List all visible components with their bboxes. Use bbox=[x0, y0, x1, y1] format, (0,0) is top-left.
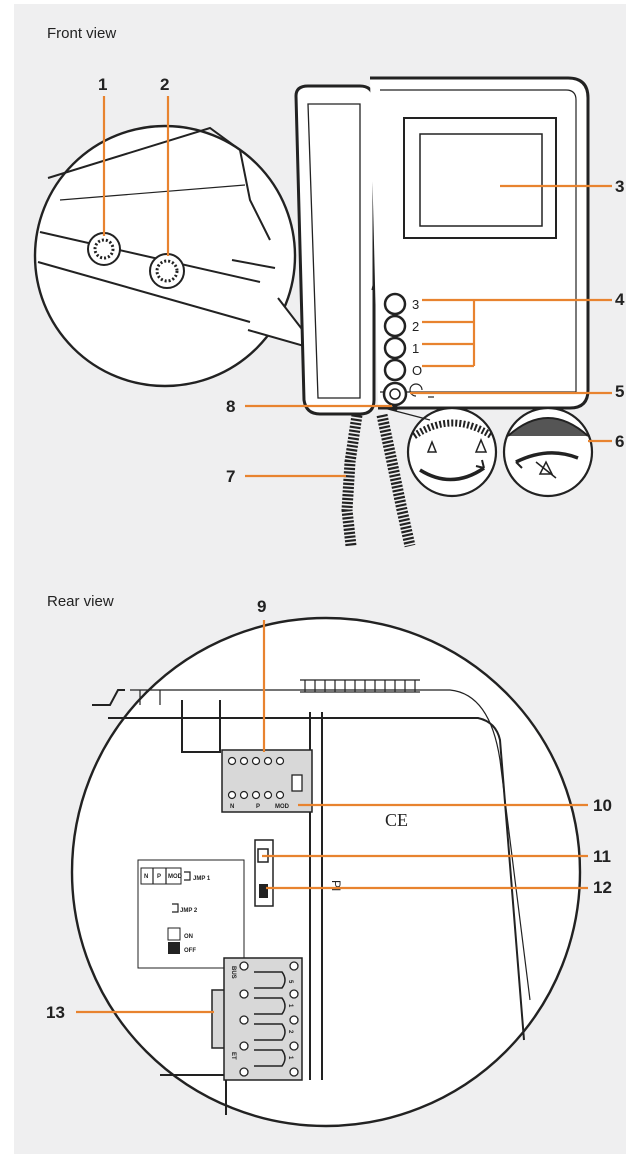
callout-10: 10 bbox=[593, 796, 612, 815]
bell-icon bbox=[474, 438, 488, 453]
callout-4: 4 bbox=[615, 290, 625, 309]
callout-11: 11 bbox=[593, 847, 611, 866]
slot-connector bbox=[254, 839, 274, 907]
button-2 bbox=[383, 314, 407, 338]
svg-text:1: 1 bbox=[287, 1004, 293, 1008]
svg-text:JMP 1: JMP 1 bbox=[193, 876, 211, 882]
rear-view-title: Rear view bbox=[47, 593, 114, 610]
status-led bbox=[392, 405, 398, 411]
callout-1: 1 bbox=[98, 75, 107, 94]
callout-9: 9 bbox=[257, 597, 266, 616]
button-label-3: 3 bbox=[412, 297, 419, 312]
ringer-dial-left bbox=[406, 406, 498, 498]
callout-3: 3 bbox=[615, 177, 624, 196]
svg-text:2: 2 bbox=[287, 1030, 293, 1034]
rear-magnifier bbox=[70, 616, 582, 1128]
side-mark: PI bbox=[329, 880, 343, 891]
knob-1 bbox=[87, 232, 121, 266]
callout-6: 6 bbox=[615, 432, 624, 451]
handset bbox=[294, 84, 383, 416]
bus-connector: BUS ET 5 1 2 1 bbox=[211, 957, 303, 1081]
svg-text:MOD: MOD bbox=[168, 874, 183, 880]
main-unit bbox=[370, 76, 590, 410]
button-label-2: 2 bbox=[412, 319, 419, 334]
svg-text:ON: ON bbox=[184, 934, 193, 940]
svg-text:OFF: OFF bbox=[184, 948, 196, 954]
handset-cord bbox=[341, 413, 416, 548]
callout-8: 8 bbox=[226, 397, 235, 416]
svg-text:P: P bbox=[157, 874, 161, 880]
svg-text:N: N bbox=[230, 804, 234, 810]
callout-13: 13 bbox=[46, 1003, 65, 1022]
rear-callouts: 9 10 11 12 13 bbox=[46, 597, 612, 1022]
callout-7: 7 bbox=[226, 467, 235, 486]
ringer-dial-right bbox=[502, 406, 594, 498]
button-o bbox=[383, 358, 407, 382]
callout-12: 12 bbox=[593, 878, 612, 897]
knob-2 bbox=[149, 253, 185, 289]
svg-text:1: 1 bbox=[287, 1056, 293, 1060]
svg-text:P: P bbox=[256, 804, 260, 810]
callout-5: 5 bbox=[615, 382, 624, 401]
terminal-block: N P MOD bbox=[221, 749, 313, 813]
ce-mark: CE bbox=[385, 810, 408, 830]
jumper-label: N P MOD JMP 1 JMP 2 ON OFF bbox=[137, 859, 245, 969]
detail-magnifier bbox=[33, 124, 297, 388]
connector-socket bbox=[291, 774, 303, 792]
svg-text:MOD: MOD bbox=[275, 804, 290, 810]
svg-text:BUS: BUS bbox=[230, 966, 236, 979]
front-view-title: Front view bbox=[47, 25, 116, 42]
bell-icon bbox=[426, 439, 438, 453]
button-1 bbox=[383, 336, 407, 360]
callout-2: 2 bbox=[160, 75, 169, 94]
button-label-1: 1 bbox=[412, 341, 419, 356]
svg-text:ET: ET bbox=[230, 1052, 236, 1060]
side-buttons: 3 2 1 O bbox=[382, 292, 434, 411]
button-label-o: O bbox=[412, 363, 422, 378]
bell-mute-icon bbox=[535, 460, 557, 479]
leader-4 bbox=[422, 298, 612, 368]
svg-text:5: 5 bbox=[287, 980, 293, 984]
svg-text:JMP 2: JMP 2 bbox=[180, 908, 198, 914]
front-callouts: 1 2 3 4 5 6 8 7 bbox=[98, 75, 625, 486]
svg-text:N: N bbox=[144, 874, 148, 880]
button-3 bbox=[383, 292, 407, 316]
